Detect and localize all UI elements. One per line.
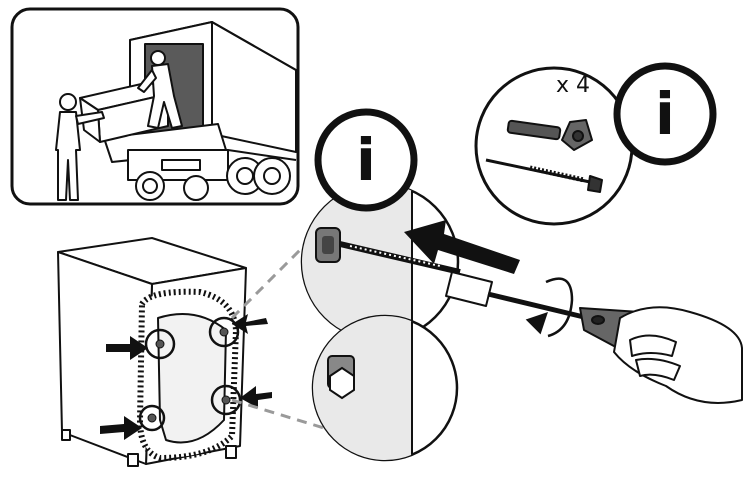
detail-removed [311,314,459,462]
bolt-markers [147,327,231,423]
person-ground [55,93,105,201]
screw-kit-quantity: x 4 [556,73,590,98]
info-badge-glyph-right: i [655,80,675,148]
bolt-highlights [138,316,242,432]
info-icon: i [314,108,418,212]
transit-bolt-part [506,119,593,151]
person-truck [137,50,183,129]
long-screw-part [485,158,603,193]
arrow-icon [100,314,272,440]
transport-panel [10,7,300,206]
screw-kit: x 4 [474,66,634,226]
rotate-clockwise-icon [525,277,574,338]
info-badge-glyph-center: i [356,126,376,194]
info-icon: i [613,62,717,166]
washing-machine-back [57,237,247,467]
pull-arrow [404,220,520,274]
hand [613,306,743,404]
